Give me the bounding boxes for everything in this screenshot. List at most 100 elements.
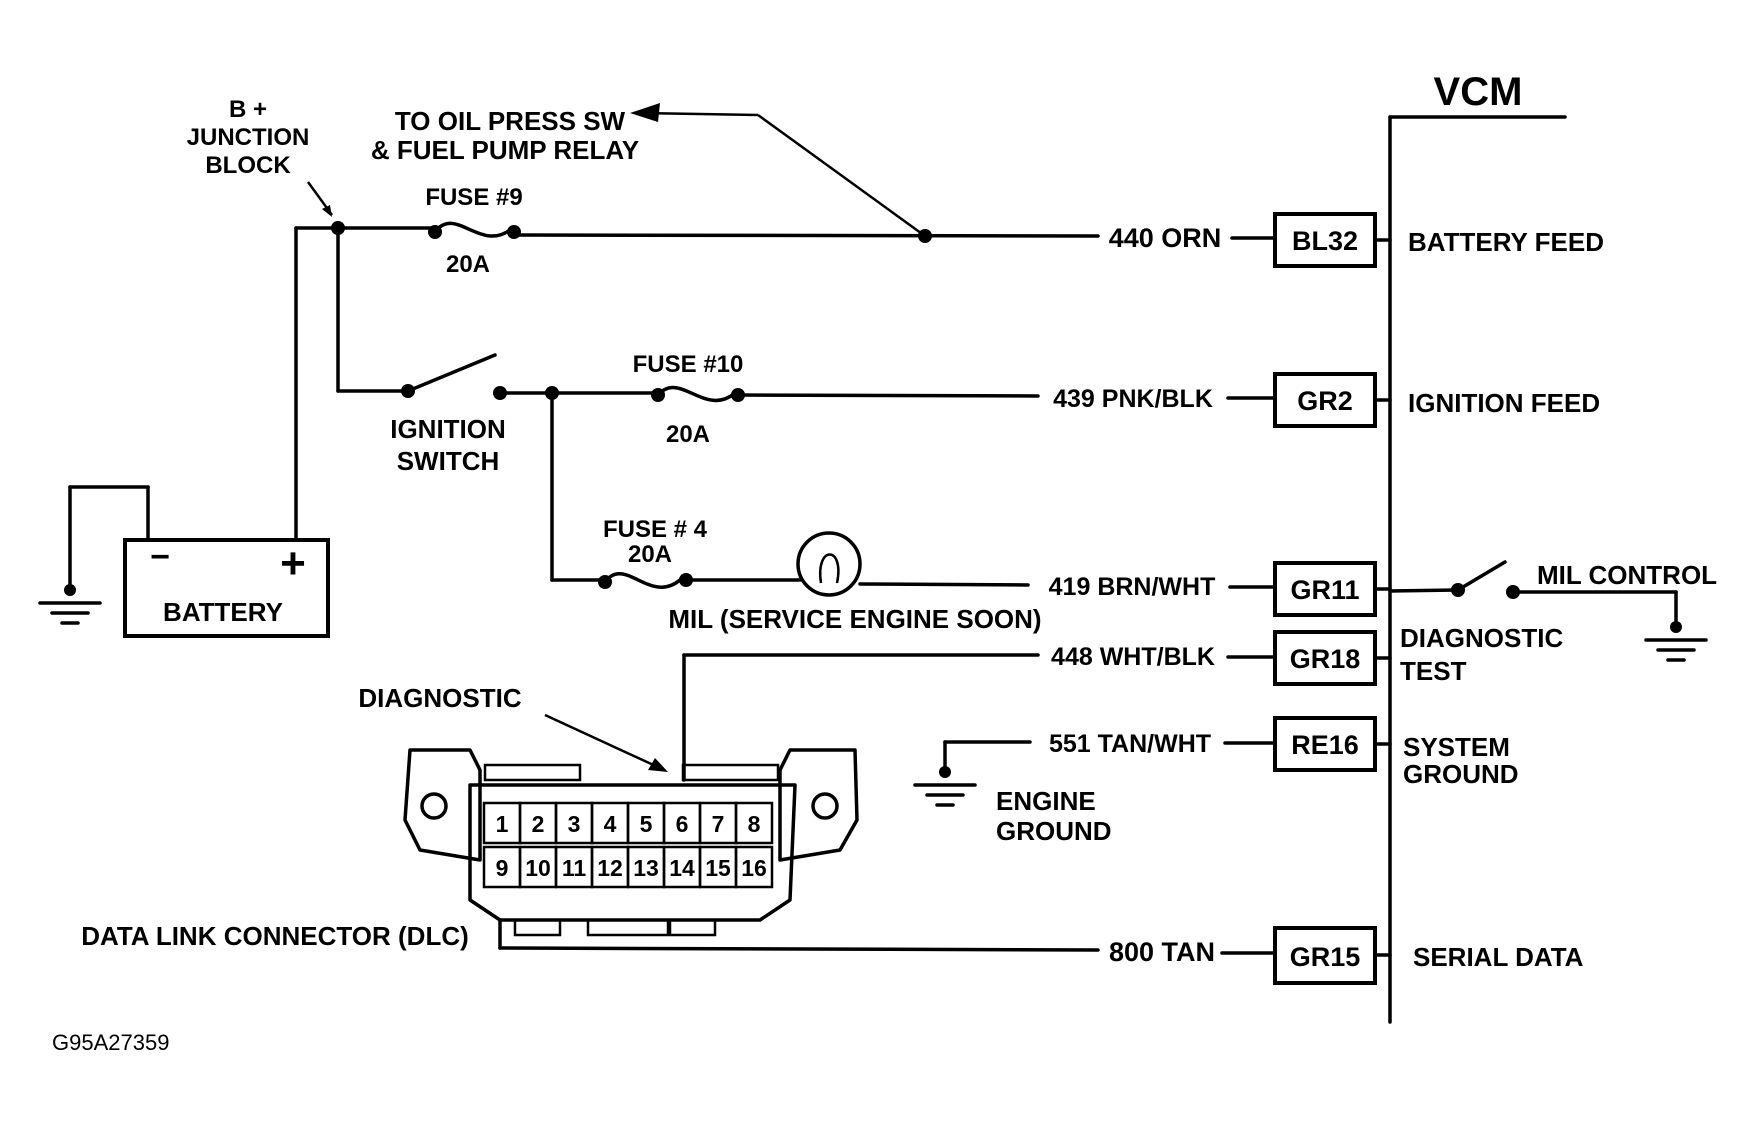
vcm-module: VCM (1388, 70, 1567, 1024)
mil-control-ground-node (1670, 621, 1682, 633)
fuse4-rating: 20A (628, 541, 672, 568)
dlc-pointer-label: DIAGNOSTIC (358, 683, 521, 713)
wire-800-label: 800 TAN (1109, 937, 1215, 967)
dlc-pin-label: 10 (525, 855, 551, 881)
battery-positive-terminal: + (280, 539, 306, 588)
fuse4-name: FUSE # 4 (603, 516, 708, 543)
dlc-right-ear (778, 748, 859, 862)
dlc-label: DATA LINK CONNECTOR (DLC) (81, 921, 469, 951)
battery: BATTERY − + (38, 485, 330, 638)
diagnostic-test-label-2: TEST (1400, 656, 1467, 686)
engine-ground-label-1: ENGINE (996, 786, 1096, 816)
dlc-pointer-head (648, 758, 668, 772)
mil-control-wire (1388, 588, 1460, 593)
dlc-left-ear (403, 748, 482, 862)
wire-440 (512, 233, 1100, 238)
dlc-pin-label: 6 (676, 811, 689, 837)
fuse9-rating: 20A (446, 251, 490, 278)
mil-lamp-icon (796, 531, 862, 597)
figure-id: G95A27359 (52, 1030, 169, 1055)
wire-551-label: 551 TAN/WHT (1049, 730, 1211, 758)
oil-branch-line-2 (639, 111, 759, 117)
engine-ground-label-2: GROUND (996, 816, 1112, 846)
pin-gr11-label: GR11 (1290, 575, 1359, 605)
ignition-switch-blade (406, 353, 497, 393)
battery-label: BATTERY (163, 597, 283, 627)
junction-label-3: BLOCK (205, 152, 291, 179)
dlc-pin-label: 8 (748, 811, 761, 837)
wire-439-label: 439 PNK/BLK (1053, 385, 1213, 413)
pin-gr2 (1273, 372, 1377, 428)
wire-448-label: 448 WHT/BLK (1051, 643, 1215, 671)
mil-lamp-filament (818, 553, 840, 584)
dlc-pin (734, 845, 774, 889)
fuse4-symbol (603, 572, 682, 589)
dlc-left-hole (420, 792, 448, 820)
dlc-bottom-tab-1 (513, 918, 562, 937)
mil-circuit: FUSE # 4 20A MIL (SERVICE ENGINE SOON) 4… (550, 516, 1717, 662)
dlc-pin-row-top: 1 2 3 4 5 6 7 8 (482, 801, 774, 845)
wire-439 (736, 393, 1040, 398)
dlc-pin-row-bottom: 9 10 11 12 13 14 15 16 (482, 845, 774, 889)
fuse10-symbol (656, 385, 737, 403)
pin-gr11 (1273, 561, 1377, 617)
fuse4-terminal-a (598, 575, 612, 589)
dlc-pin-label: 2 (532, 811, 545, 837)
fuse9-symbol (433, 221, 512, 238)
oil-branch-line (757, 113, 926, 238)
fuse9-name: FUSE #9 (425, 184, 522, 211)
fuse9-terminal-a (428, 225, 442, 239)
pin-gr18-label: GR18 (1290, 644, 1361, 674)
serial-data-label: SERIAL DATA (1413, 942, 1584, 972)
dlc-right-hole (811, 792, 839, 820)
dlc-pin-label: 11 (562, 855, 587, 881)
battery-feed-label: BATTERY FEED (1408, 227, 1604, 257)
battery-negative-terminal: − (150, 538, 170, 576)
ignition-switch-label-1: IGNITION (390, 414, 506, 444)
dlc-top-latch-right (681, 763, 780, 782)
wire-419-label: 419 BRN/WHT (1049, 573, 1216, 601)
battery-ground-node (64, 584, 76, 596)
ignition-feed-label: IGNITION FEED (1408, 388, 1600, 418)
dlc-body (468, 783, 797, 922)
ignition-switch-label-2: SWITCH (397, 446, 500, 476)
dlc-pin (734, 801, 774, 845)
junction-pointer-head (322, 205, 332, 217)
dlc-pin-label: 7 (712, 811, 725, 837)
dlc-pin-label: 15 (705, 855, 731, 881)
fuse10-name: FUSE #10 (633, 351, 744, 378)
dlc-pin-label: 9 (496, 855, 509, 881)
fuse9-terminal-b (507, 225, 521, 239)
junction-label-1: B + (229, 96, 267, 123)
battery-icon (123, 538, 330, 638)
dlc-pin-label: 4 (604, 811, 617, 837)
dlc-pin-label: 12 (597, 855, 623, 881)
ignition-feed-circuit: IGNITION SWITCH FUSE #10 20A 439 PNK/BLK… (336, 351, 1600, 582)
system-ground-label-2: GROUND (1403, 759, 1519, 789)
pin-bl32-label: BL32 (1292, 226, 1358, 256)
dlc-pin-label: 5 (640, 811, 653, 837)
pin-re16-label: RE16 (1291, 730, 1359, 760)
pin-gr15-label: GR15 (1290, 942, 1361, 972)
mil-control-label: MIL CONTROL (1537, 560, 1717, 590)
battery-feed-circuit: B + JUNCTION BLOCK FUSE #9 20A TO OIL PR… (187, 96, 1604, 542)
system-ground-label-1: SYSTEM (1403, 732, 1510, 762)
dlc-pin-label: 13 (633, 855, 659, 881)
diagnostic-test-circuit: 448 WHT/BLK GR18 DIAGNOSTIC TEST (682, 623, 1563, 782)
pin-gr2-label: GR2 (1297, 386, 1353, 416)
dlc-bottom-tab-2 (586, 918, 670, 937)
dlc-top-latch-left (483, 763, 582, 782)
wire-440-label: 440 ORN (1109, 223, 1222, 253)
system-ground-circuit: ENGINE GROUND 551 TAN/WHT RE16 SYSTEM GR… (913, 716, 1519, 846)
diagnostic-test-label-1: DIAGNOSTIC (1400, 623, 1563, 653)
dlc-pin-label: 1 (496, 811, 509, 837)
serial-data-circuit: 800 TAN GR15 SERIAL DATA (498, 918, 1584, 985)
dlc-pointer-line (544, 713, 661, 770)
data-link-connector: DIAGNOSTIC 1 2 3 4 5 6 7 8 (81, 683, 859, 951)
oil-arrow-head (630, 103, 660, 122)
junction-label-2: JUNCTION (187, 124, 310, 151)
dlc-pin-label: 3 (568, 811, 581, 837)
fuse10-terminal-a (651, 388, 665, 402)
